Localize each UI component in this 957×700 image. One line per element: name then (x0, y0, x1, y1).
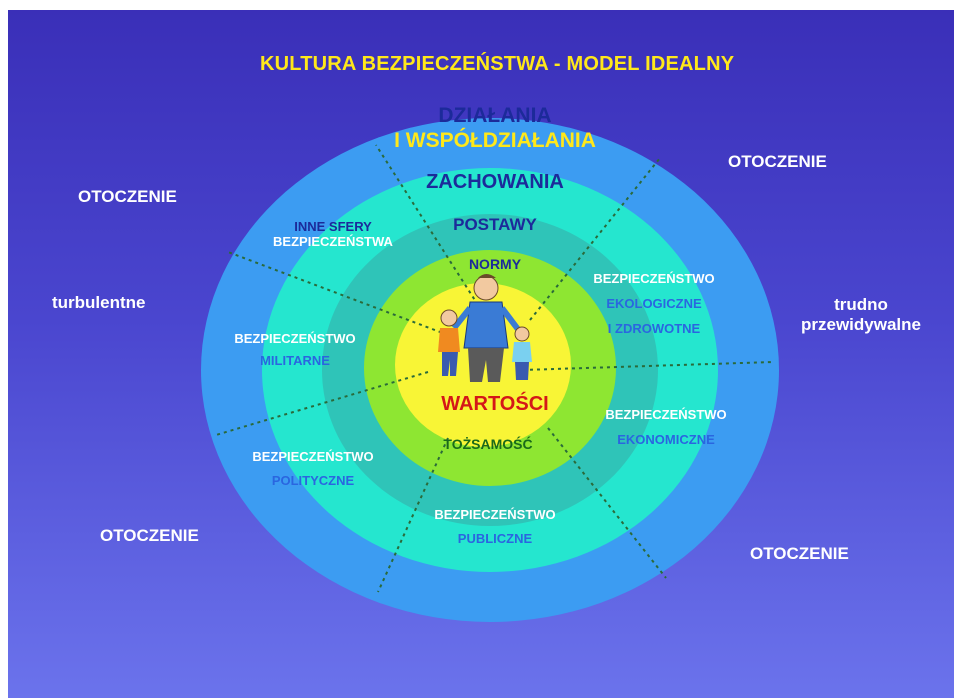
sector-military-line1: BEZPIECZEŃSTWO (234, 331, 356, 346)
environment-descriptor-right: trudno przewidywalne (786, 295, 936, 335)
sector-other-spheres: INNE SFERY BEZPIECZEŃSTWA (248, 219, 418, 249)
sector-other-spheres-line2: BEZPIECZEŃSTWA (273, 234, 393, 249)
sector-public-line1: BEZPIECZEŃSTWO (434, 507, 556, 522)
sector-political: BEZPIECZEŃSTWO POLITYCZNE (238, 445, 388, 493)
ring-label-behaviours: ZACHOWANIA (426, 171, 564, 193)
sector-public-line2: PUBLICZNE (457, 531, 533, 546)
family-figure (438, 274, 532, 382)
divider-lower-left (377, 437, 449, 593)
environment-descriptor-right-line1: trudno (834, 295, 888, 314)
sector-political-line2: POLITYCZNE (271, 473, 355, 488)
sector-economic-line1: BEZPIECZEŃSTWO (605, 407, 727, 422)
environment-descriptor-left: turbulentne (52, 293, 146, 312)
sector-ecological-line2: EKOLOGICZNE (606, 296, 702, 311)
sector-military-line2: MILITARNE (260, 353, 330, 368)
sector-ecological-line1: BEZPIECZEŃSTWO (593, 271, 715, 286)
diagram-slide: KULTURA BEZPIECZEŃSTWA - MODEL IDEALNY O… (8, 10, 954, 698)
ring-label-actions-line1: DZIAŁANIA (438, 104, 552, 127)
sector-military: BEZPIECZEŃSTWO MILITARNE (220, 328, 370, 372)
environment-label-top-left: OTOCZENIE (78, 187, 177, 206)
sector-ecological: BEZPIECZEŃSTWO EKOLOGICZNE I ZDROWOTNE (574, 266, 734, 341)
environment-label-top-right: OTOCZENIE (728, 152, 827, 171)
sector-dividers (215, 144, 774, 593)
ring-label-identity: TOŻSAMOŚĆ (443, 436, 533, 452)
concentric-circles (201, 118, 779, 622)
sector-other-spheres-line1: INNE SFERY (294, 219, 372, 234)
ring-label-norms: NORMY (468, 256, 522, 272)
sector-public: BEZPIECZEŃSTWO PUBLICZNE (420, 503, 570, 551)
environment-descriptor-right-line2: przewidywalne (801, 315, 921, 334)
ring-label-actions-line2: I WSPÓŁDZIAŁANIA (394, 129, 596, 152)
sector-economic: BEZPIECZEŃSTWO EKONOMICZNE (586, 402, 746, 452)
environment-label-bottom-right: OTOCZENIE (750, 544, 849, 563)
sector-political-line1: BEZPIECZEŃSTWO (252, 449, 374, 464)
sector-economic-line2: EKONOMICZNE (617, 432, 715, 447)
environment-label-bottom-left: OTOCZENIE (100, 526, 199, 545)
diagram-title: KULTURA BEZPIECZEŃSTWA - MODEL IDEALNY (260, 53, 735, 75)
sector-ecological-line3: I ZDROWOTNE (607, 321, 701, 336)
ring-label-attitudes: POSTAWY (453, 215, 537, 234)
ring-label-values: WARTOŚCI (441, 393, 549, 415)
divider-left-lower (215, 371, 429, 436)
